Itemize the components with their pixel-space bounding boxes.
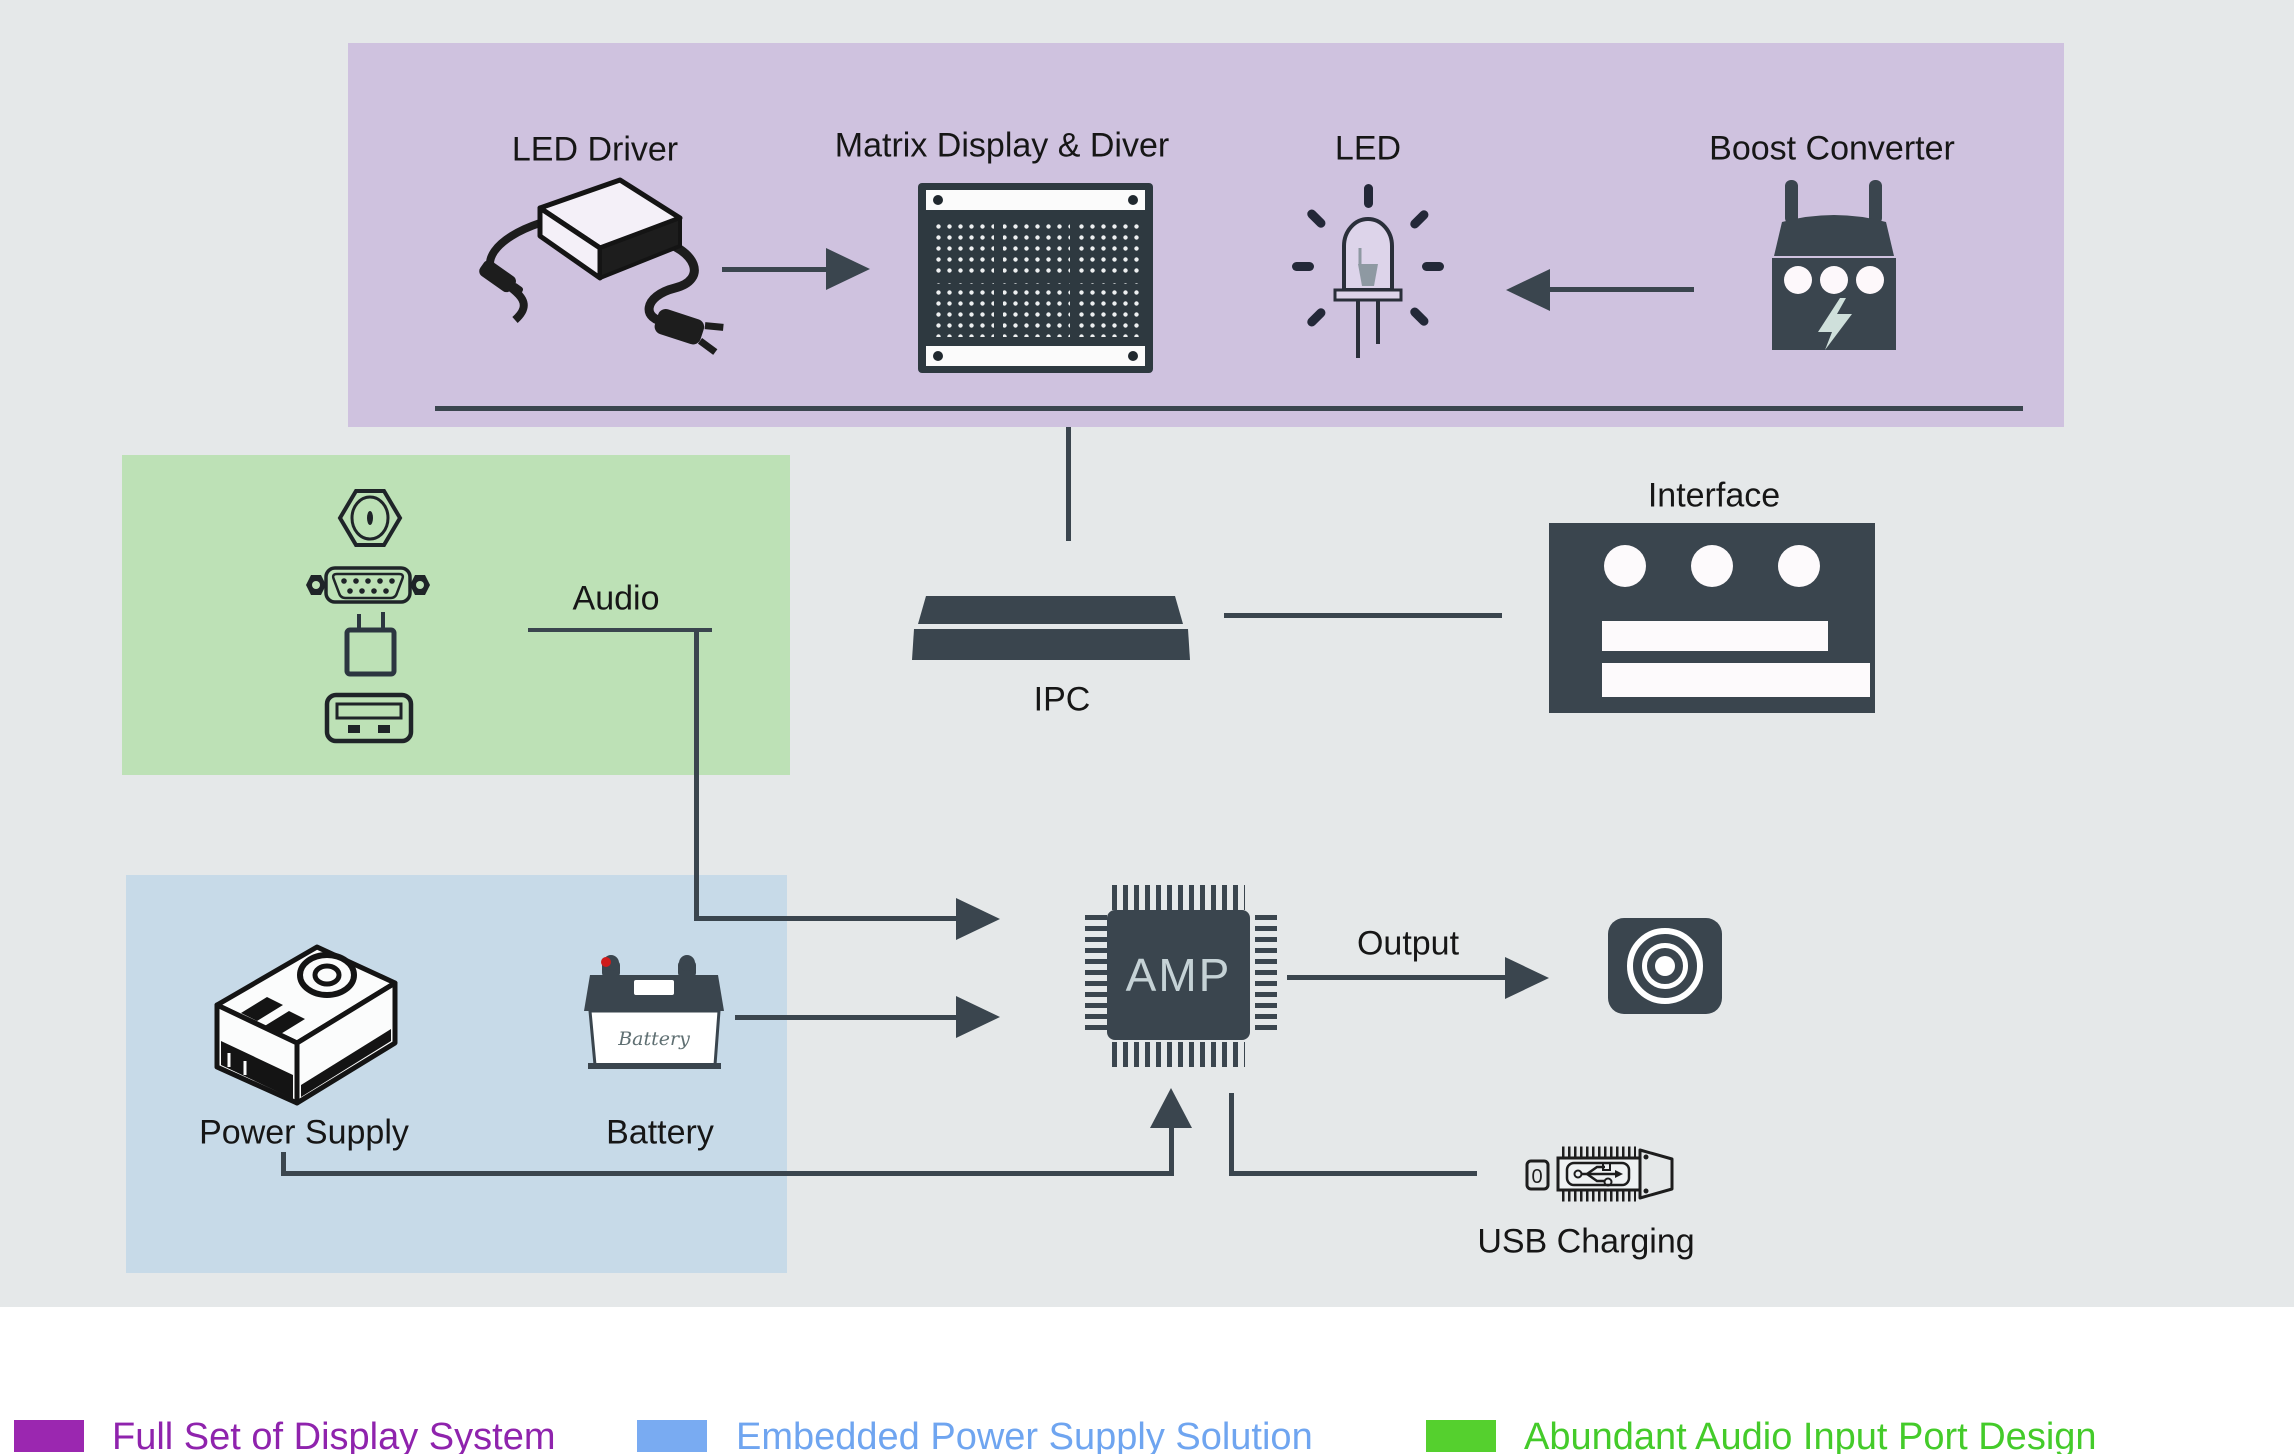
line-display-to-ipc [1066, 427, 1071, 541]
usb-plug-icon: 0 [1525, 1146, 1674, 1202]
arrow-battery-to-amp-line [735, 1015, 956, 1020]
led-driver-power-adapter-icon [479, 177, 724, 355]
interface-panel-icon [1549, 523, 1875, 713]
line-amp-down [1229, 1093, 1234, 1175]
arrow-amp-to-output-head [1505, 957, 1549, 999]
output-label: Output [1356, 924, 1460, 963]
line-amp-to-usb [1229, 1171, 1477, 1176]
arrow-boost-to-led-head [1506, 269, 1550, 311]
battery-icon: Battery [584, 955, 724, 1069]
usb-charging-label: USB Charging [1477, 1222, 1695, 1261]
legend-swatch-power-supply [637, 1420, 707, 1452]
arrow-amp-to-output-line [1287, 975, 1505, 980]
arrow-battery-to-amp-head [956, 996, 1000, 1038]
legend-swatch-display-system [14, 1420, 84, 1452]
audio-label: Audio [572, 579, 660, 618]
power-supply-icon [214, 944, 398, 1106]
arrow-led-driver-to-matrix-line [722, 267, 826, 272]
legend-label-audio-ports: Abundant Audio Input Port Design [1524, 1416, 2097, 1454]
led-icon [1292, 184, 1444, 358]
ipc-console-icon [912, 596, 1190, 660]
power-supply-label: Power Supply [199, 1113, 409, 1152]
legend-label-display-system: Full Set of Display System [112, 1416, 556, 1454]
amp-pins-right [1255, 915, 1277, 1035]
matrix-bottom-strip [926, 346, 1145, 366]
display-system-baseline [435, 406, 2023, 411]
plug-connector-icon [344, 612, 397, 677]
usb-port-icon [324, 692, 414, 744]
led-label: LED [1334, 129, 1402, 168]
arrow-led-driver-to-matrix-head [826, 248, 870, 290]
audio-panel [122, 455, 790, 775]
amp-chip-body: AMP [1107, 910, 1250, 1040]
line-audio-down [694, 632, 699, 918]
amp-label: AMP [1125, 949, 1232, 1001]
audio-underline [528, 628, 712, 632]
audio-jack-icon [337, 489, 403, 547]
matrix-display-label: Matrix Display & Diver [834, 126, 1170, 165]
boost-converter-icon [1772, 180, 1896, 350]
interface-label: Interface [1647, 476, 1781, 515]
amp-pins-bottom [1112, 1042, 1245, 1067]
amp-pins-top [1112, 885, 1245, 910]
battery-icon-text: Battery [617, 1028, 690, 1050]
matrix-top-strip [926, 190, 1145, 210]
arrow-power-to-amp-shaft [1169, 1124, 1174, 1176]
arrow-power-to-amp-head [1150, 1088, 1192, 1128]
ipc-label: IPC [1033, 680, 1091, 719]
led-driver-label: LED Driver [511, 130, 679, 169]
matrix-display-icon [918, 183, 1153, 373]
serial-port-icon [306, 566, 430, 604]
legend-footer: Full Set of Display System Embedded Powe… [0, 1307, 2294, 1454]
legend-swatch-audio-ports [1426, 1420, 1496, 1452]
arrow-audio-to-amp-head [956, 898, 1000, 940]
battery-label: Battery [606, 1113, 714, 1152]
speaker-output-icon [1608, 918, 1722, 1014]
boost-converter-label: Boost Converter [1709, 129, 1955, 168]
arrow-audio-to-amp-line [694, 916, 956, 921]
usb-plug-text: 0 [1531, 1166, 1542, 1188]
arrow-boost-to-led-line [1548, 287, 1694, 292]
legend-label-power-supply: Embedded Power Supply Solution [736, 1416, 1313, 1454]
amp-chip-icon: AMP [1085, 885, 1277, 1067]
amp-pins-left [1085, 915, 1107, 1035]
line-power-across [281, 1171, 1174, 1176]
line-ipc-to-interface [1224, 613, 1502, 618]
line-power-down [281, 1152, 286, 1176]
